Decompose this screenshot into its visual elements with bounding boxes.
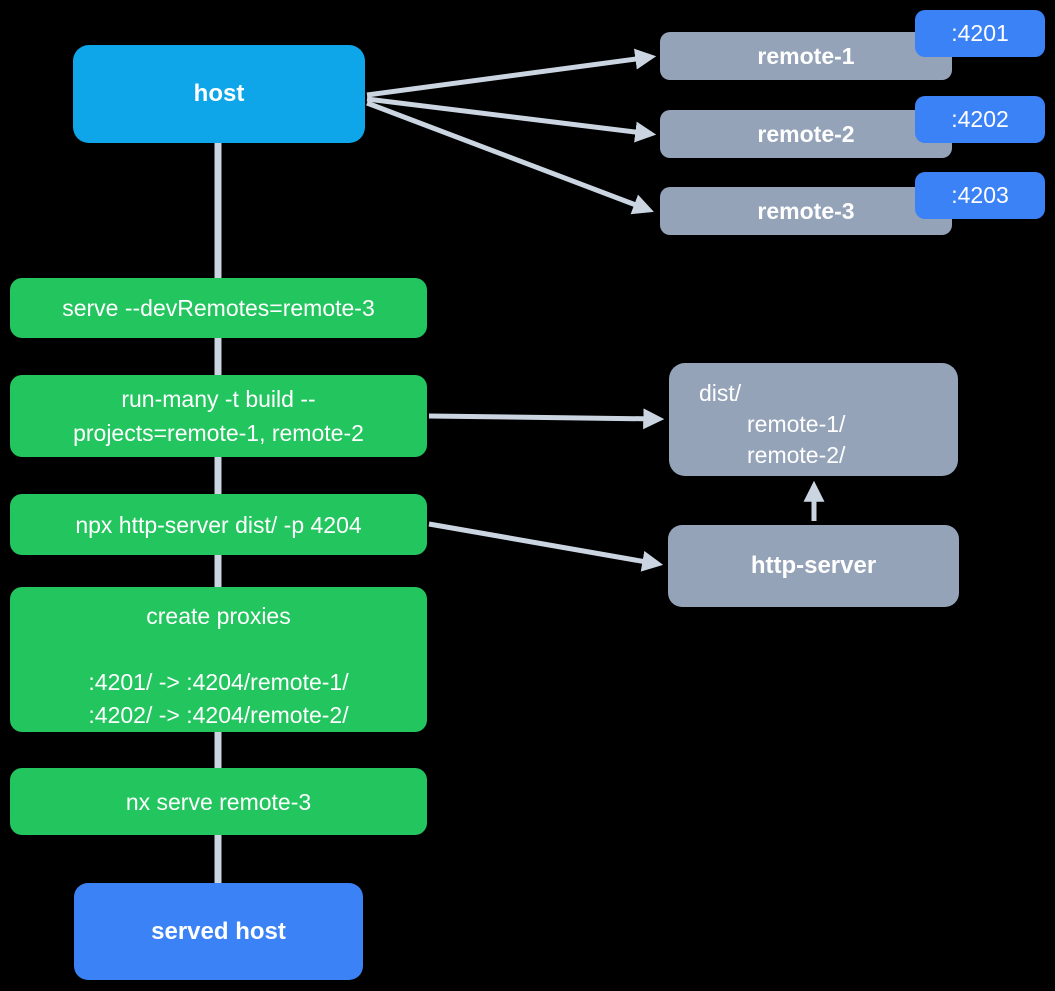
- step-run-many-line-2: projects=remote-1, remote-2: [73, 420, 364, 446]
- port-badge-4203: :4203: [915, 172, 1045, 219]
- node-host: host: [73, 45, 365, 143]
- dist-child-remote-1: remote-1/: [747, 411, 846, 437]
- edge-host-to-remote-3: [366, 100, 654, 215]
- edge-host-to-remote-1: [366, 48, 657, 98]
- step-nx-serve-line: nx serve remote-3: [125, 788, 312, 815]
- node-http-server: http-server: [668, 525, 959, 607]
- edge-run-many-to-dist: [428, 408, 665, 430]
- edge-http-server-cmd-to-http-server: [428, 521, 664, 572]
- node-step-create-proxies: create proxies :4201/ -> :4204/remote-1/…: [10, 587, 427, 732]
- dist-root-label: dist/: [699, 380, 742, 406]
- step-create-proxies-title: create proxies: [146, 603, 291, 629]
- port-4202-label: :4202: [951, 106, 1009, 132]
- dist-child-remote-2: remote-2/: [747, 442, 846, 468]
- remote-3-label: remote-3: [757, 197, 855, 224]
- node-step-npx-http-server: npx http-server dist/ -p 4204: [10, 494, 427, 555]
- port-badge-4202: :4202: [915, 96, 1045, 143]
- step-serve-line: serve --devRemotes=remote-3: [62, 295, 375, 321]
- node-remote-2: remote-2: [660, 110, 952, 158]
- step-npx-line: npx http-server dist/ -p 4204: [75, 511, 362, 538]
- node-remote-3: remote-3: [660, 187, 952, 235]
- node-step-nx-serve-remote-3: nx serve remote-3: [10, 768, 427, 835]
- node-step-serve-dev-remotes: serve --devRemotes=remote-3: [10, 278, 427, 338]
- node-dist-folder: dist/ remote-1/ remote-2/: [669, 363, 958, 476]
- edge-host-to-remote-2: [366, 96, 657, 143]
- port-4203-label: :4203: [951, 182, 1009, 208]
- step-run-many-line-1: run-many -t build --: [121, 386, 316, 412]
- node-step-run-many-build: run-many -t build -- projects=remote-1, …: [10, 375, 427, 457]
- remote-2-label: remote-2: [757, 120, 855, 147]
- port-badge-4201: :4201: [915, 10, 1045, 57]
- served-host-label: served host: [151, 917, 286, 945]
- port-4201-label: :4201: [951, 20, 1009, 46]
- http-server-label: http-server: [750, 552, 877, 579]
- node-remote-1: remote-1: [660, 32, 952, 80]
- proxy-mapping-2: :4202/ -> :4204/remote-2/: [88, 702, 349, 728]
- host-label: host: [193, 80, 245, 107]
- remote-1-label: remote-1: [757, 42, 855, 69]
- node-served-host: served host: [74, 883, 363, 980]
- proxy-mapping-1: :4201/ -> :4204/remote-1/: [88, 669, 349, 695]
